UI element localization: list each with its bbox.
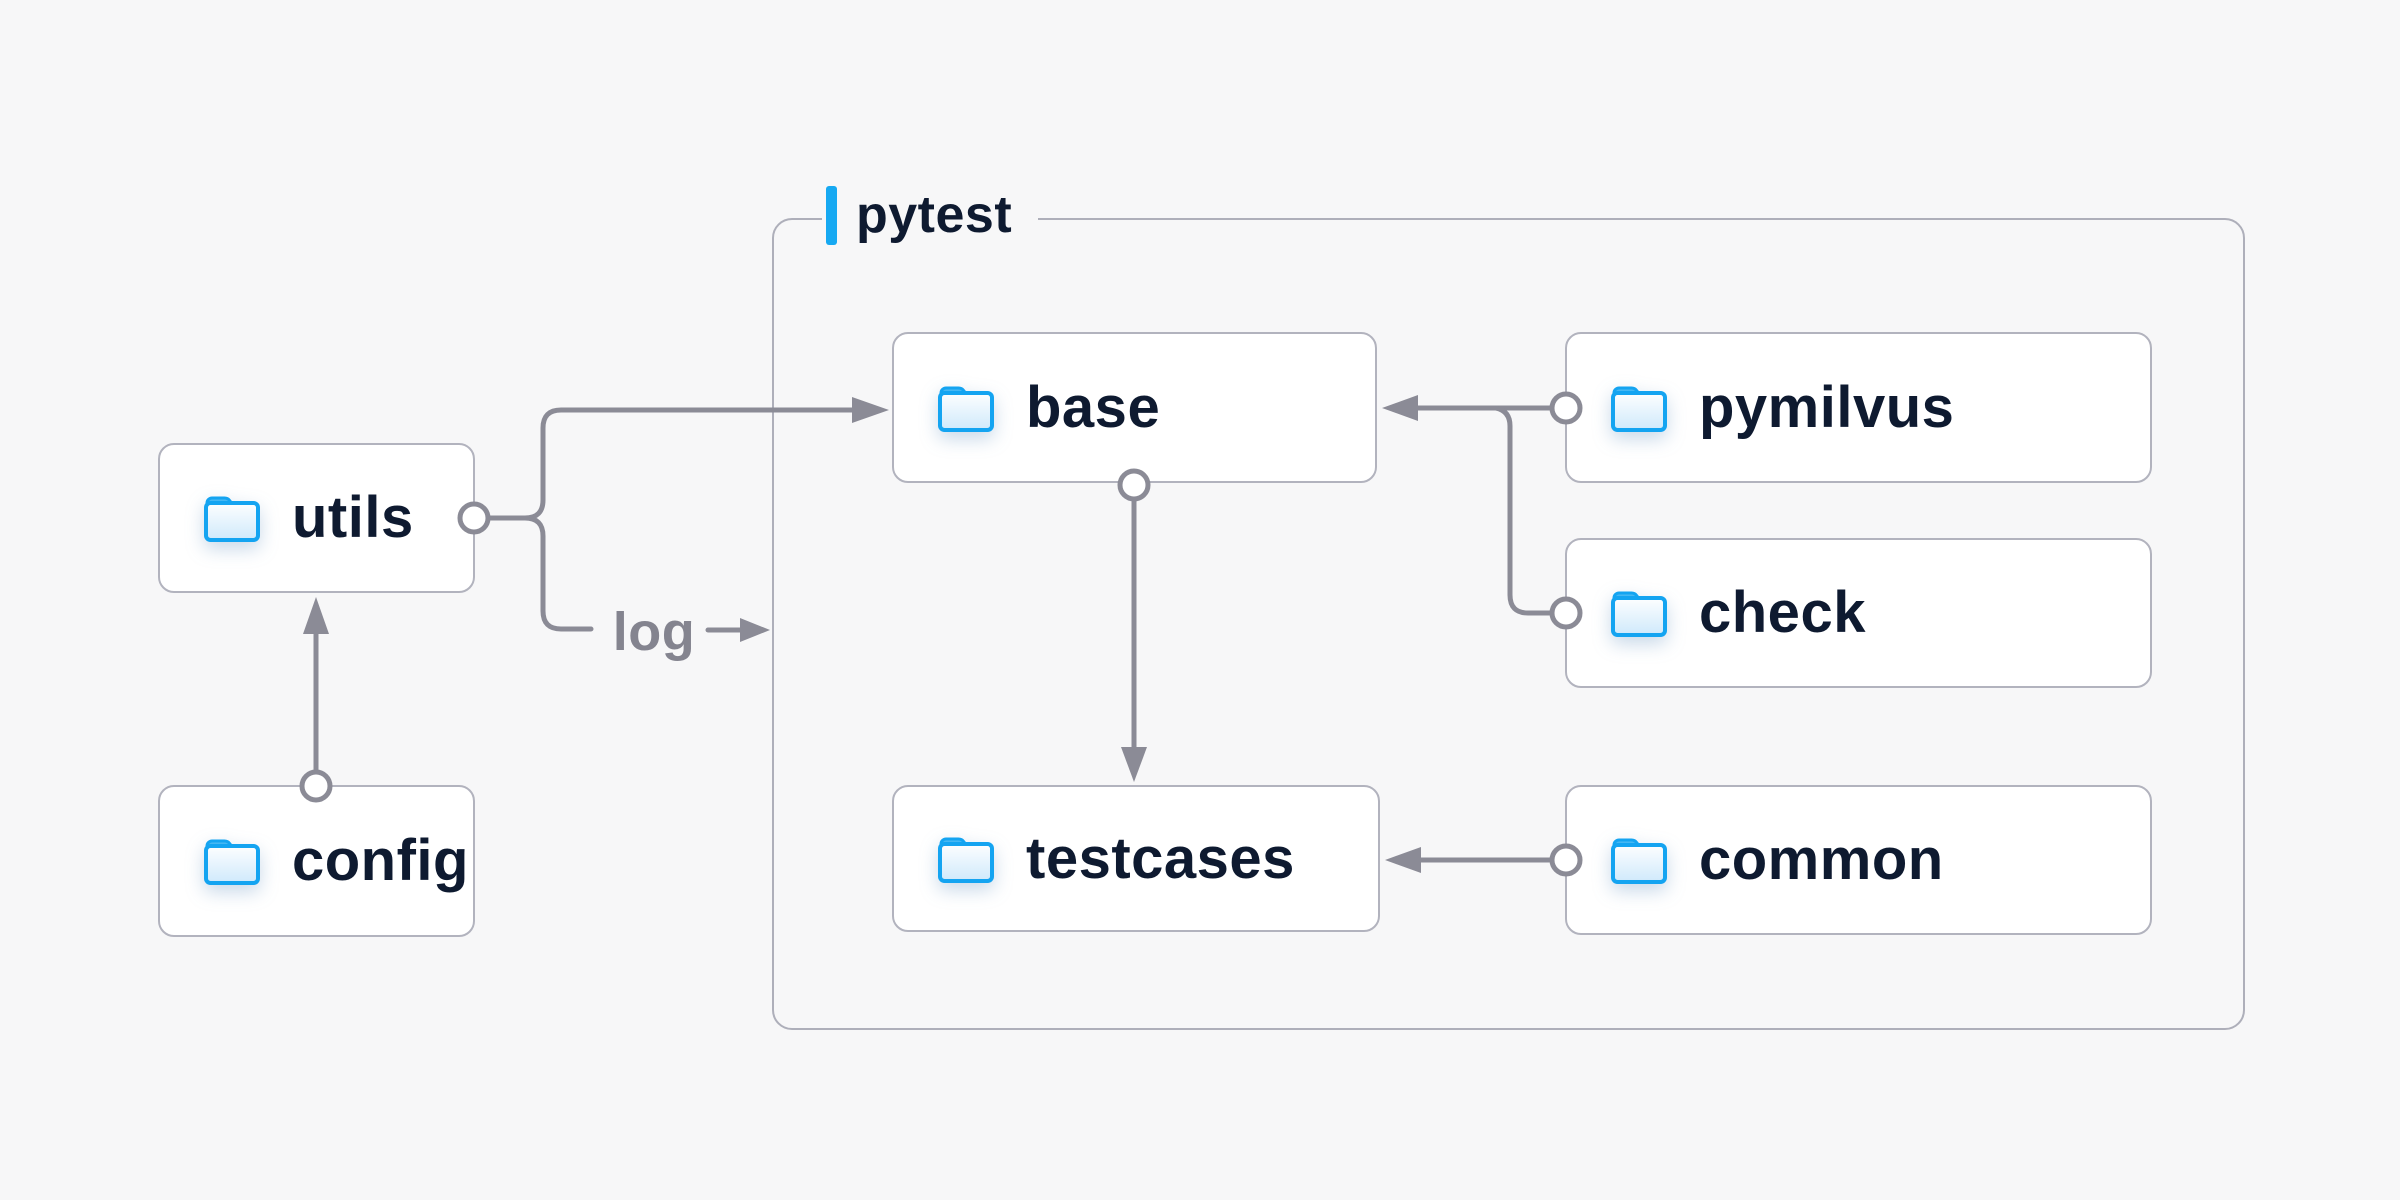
node-label: check — [1699, 580, 1866, 645]
node-label: utils — [292, 485, 414, 550]
log-edge-label: log — [612, 602, 696, 662]
group-title: pytest — [856, 186, 1013, 244]
node-pymilvus: pymilvus — [1565, 332, 2152, 483]
node-label: config — [292, 828, 469, 893]
folder-icon — [1607, 834, 1671, 886]
folder-icon — [1607, 382, 1671, 434]
folder-icon — [200, 835, 264, 887]
node-label: pymilvus — [1699, 374, 1955, 440]
node-utils: utils — [158, 443, 475, 593]
pytest-group-label: pytest — [822, 184, 1039, 246]
arrowhead-right — [740, 618, 770, 642]
node-label: common — [1699, 827, 1944, 892]
edge-config-utils — [303, 597, 329, 773]
folder-icon — [934, 833, 998, 885]
pytest-group — [772, 218, 2245, 1030]
folder-icon — [934, 382, 998, 434]
node-testcases: testcases — [892, 785, 1380, 932]
accent-bar — [826, 185, 837, 245]
node-check: check — [1565, 538, 2152, 688]
node-base: base — [892, 332, 1377, 483]
arrowhead-up — [303, 597, 329, 634]
node-common: common — [1565, 785, 2152, 935]
folder-icon — [200, 492, 264, 544]
node-label: base — [1026, 374, 1161, 440]
folder-icon — [1607, 587, 1671, 639]
node-label: testcases — [1026, 825, 1295, 891]
node-config: config — [158, 785, 475, 937]
